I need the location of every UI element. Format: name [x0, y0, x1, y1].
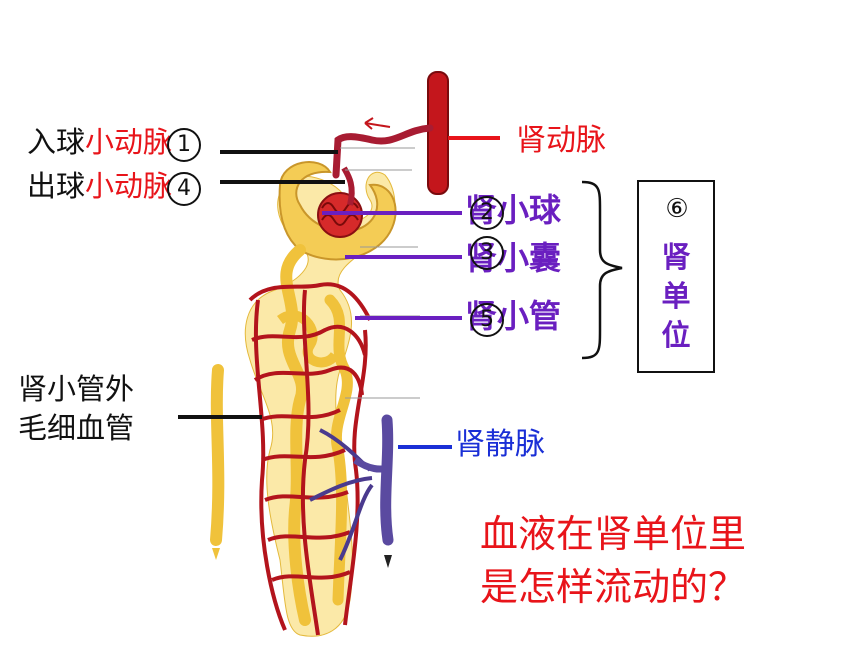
- nephron-unit-box: ⑥ 肾 单 位: [637, 180, 715, 373]
- flow-arrow: [364, 122, 391, 128]
- label-efferent-prefix: 出球: [27, 169, 86, 203]
- marker-3: 3: [470, 236, 504, 270]
- label-efferent: 出球小动脉: [27, 172, 172, 201]
- question-line2: 是怎样流动的？: [480, 565, 747, 609]
- unit-text-line3: 位: [661, 318, 691, 352]
- unit-text-line2: 单: [661, 279, 691, 313]
- tubule-loop: [277, 310, 340, 368]
- marker-1: 1: [167, 128, 201, 162]
- proximal-tubule: [280, 244, 311, 626]
- capsule-cup: [278, 161, 397, 261]
- label-afferent-suffix: 小动脉: [85, 125, 173, 159]
- vein-outflow-arrow: [384, 555, 392, 568]
- flow-arrow-head: [364, 117, 374, 130]
- label-capillary-line1: 肾小管外: [18, 372, 135, 406]
- collecting-duct: [210, 364, 225, 546]
- marker-6: ⑥: [665, 194, 689, 224]
- label-afferent: 入球小动脉: [27, 128, 172, 157]
- unit-text-line1: 肾: [661, 240, 691, 274]
- label-renal-artery: 肾动脉: [516, 123, 606, 158]
- capillary-network: [248, 282, 372, 636]
- afferent-arteriole: [332, 124, 434, 179]
- urine-drop: [212, 548, 220, 560]
- question-line1: 血液在肾单位里: [480, 512, 747, 556]
- label-renal-vein: 肾静脉: [455, 427, 545, 462]
- label-afferent-prefix: 入球: [27, 125, 86, 159]
- marker-4: 4: [167, 172, 201, 206]
- vein-branch: [353, 457, 389, 473]
- marker-2: 2: [470, 196, 504, 230]
- label-efferent-suffix: 小动脉: [85, 169, 173, 203]
- renal-vein-vessel: [380, 414, 394, 546]
- distal-tubule: [324, 294, 353, 606]
- nephron-unit-label: 肾 单 位: [639, 238, 713, 355]
- marker-5: 5: [470, 303, 504, 337]
- renal-artery-vessel: [427, 71, 449, 195]
- grouping-brace: [581, 180, 623, 360]
- label-capillary-line2: 毛细血管: [18, 411, 135, 445]
